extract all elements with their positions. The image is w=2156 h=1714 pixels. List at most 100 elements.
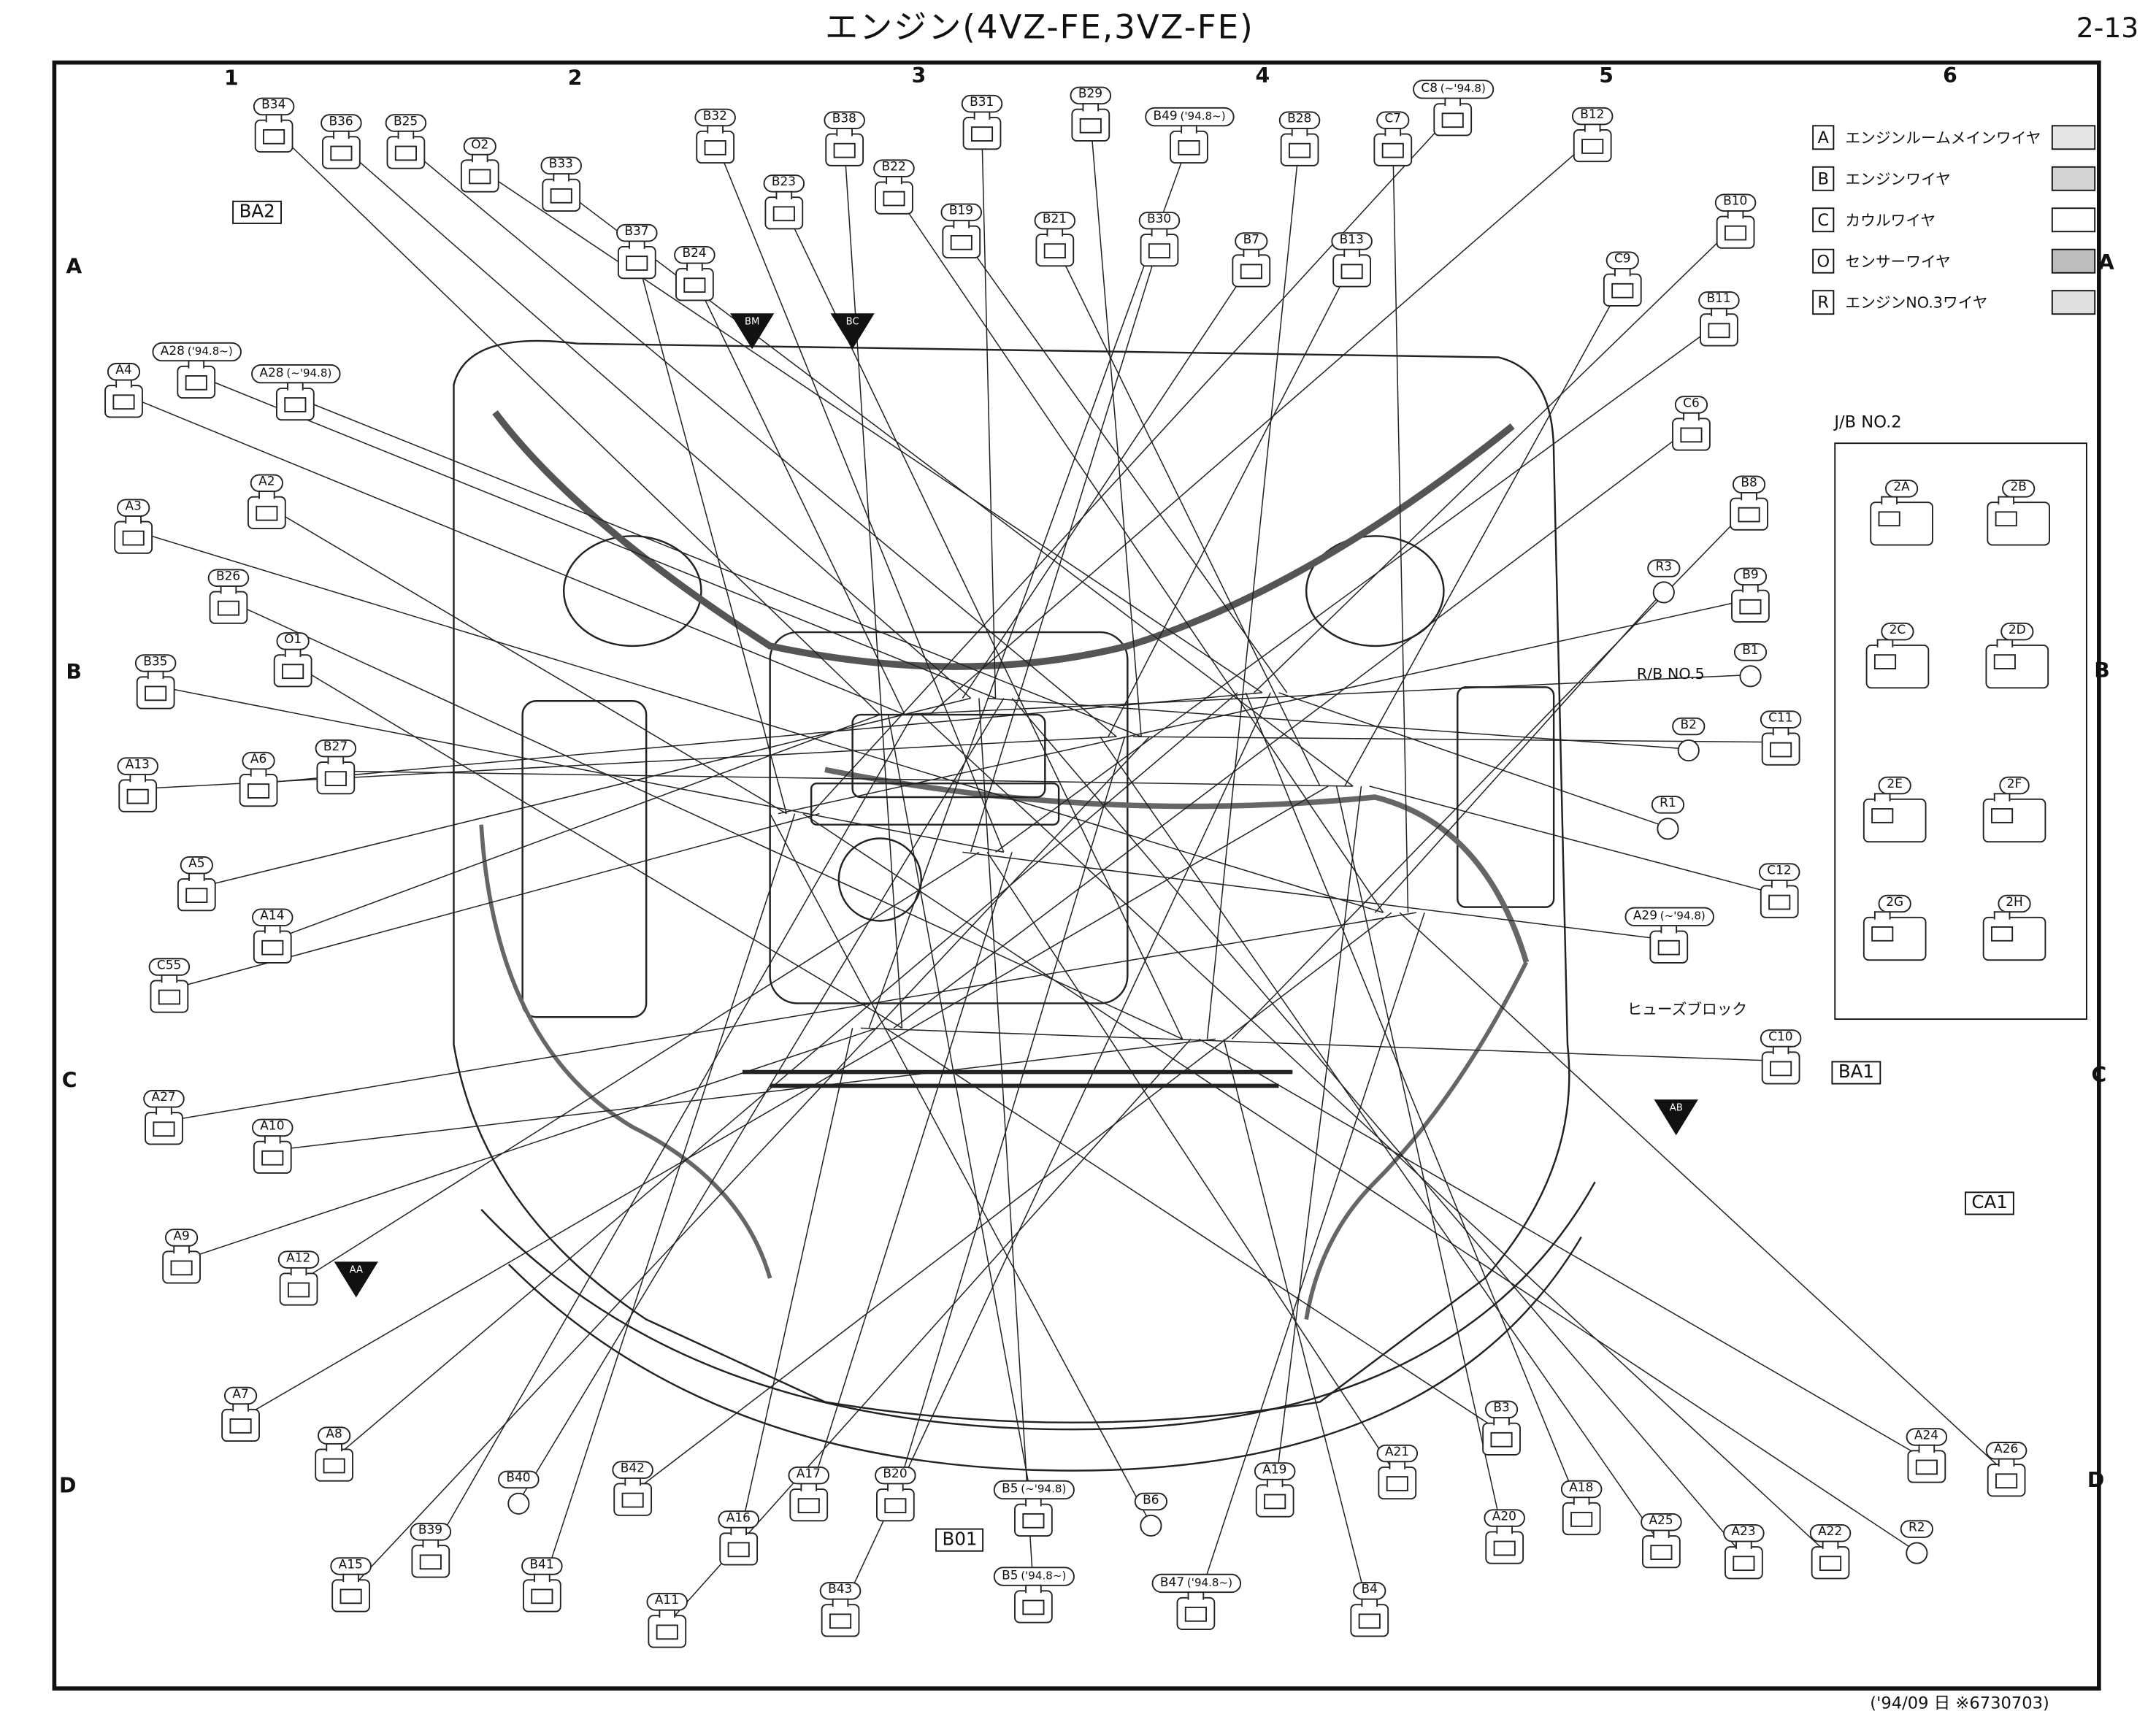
leader-line	[810, 112, 1454, 815]
connector-label: R2	[1900, 1520, 1933, 1538]
connector-b26: B26	[207, 559, 249, 624]
connector-shape	[209, 585, 248, 624]
leader-line	[405, 145, 1117, 737]
leader-line	[298, 851, 980, 1283]
connector-label: R3	[1647, 559, 1681, 577]
connector-shape	[1907, 1444, 1946, 1483]
connector-b38: B38	[824, 101, 865, 166]
connector-label: O2	[462, 137, 497, 155]
connector-label: C11	[1760, 710, 1801, 729]
leader-line	[1335, 785, 1505, 1541]
connector-label: B25	[385, 114, 426, 132]
leader-line	[893, 426, 1692, 1029]
connector-shape	[386, 130, 425, 169]
connector-note: (~'94.8)	[1021, 1483, 1067, 1496]
connector-label: 2E	[1879, 776, 1911, 795]
connector-b6: B6	[1134, 1483, 1167, 1537]
connector-a3: A3	[114, 489, 153, 554]
connector-c8: C8(~'94.8)	[1413, 72, 1495, 137]
leader-line	[737, 1028, 853, 1542]
connector-c6: C6	[1672, 386, 1711, 451]
connector-label: 2B	[2002, 480, 2036, 498]
connector-label: B43	[819, 1582, 861, 1600]
legend-label: カウルワイヤ	[1845, 211, 1936, 230]
leader-line	[335, 770, 1354, 787]
connector-shape	[150, 974, 189, 1013]
connector-shape	[276, 382, 315, 421]
grid-column-2: 2	[567, 66, 583, 91]
vehicle-outline	[453, 339, 1570, 1423]
leader-line	[995, 322, 1719, 853]
connector-a16: A16	[718, 1501, 759, 1566]
connector-label: B5(~'94.8)	[993, 1480, 1075, 1500]
connector-b8: B8	[1730, 466, 1768, 531]
bumper-outline	[480, 1181, 1596, 1431]
connector-shape	[331, 1573, 370, 1613]
leader-line	[860, 1027, 1781, 1062]
leader-line	[1054, 242, 1321, 787]
connector-b23: B23	[763, 165, 805, 230]
leader-line	[986, 851, 1398, 1477]
connector-shape	[1982, 911, 2046, 961]
connector-label: B34	[253, 97, 294, 116]
connector-shape	[1641, 1529, 1681, 1569]
connector-label: A2	[250, 474, 283, 493]
connector-shape	[411, 1539, 450, 1578]
connector-b1: B1	[1733, 634, 1767, 688]
connector-b13: B13	[1331, 223, 1373, 288]
jb-connector-2a: 2A	[1870, 470, 1933, 546]
connector-label: B6	[1134, 1492, 1167, 1511]
connector-label: C10	[1760, 1029, 1801, 1048]
engine-block	[769, 631, 1129, 1004]
connector-label: B35	[134, 654, 176, 672]
leader-line	[541, 813, 796, 1589]
connector-label: B8	[1733, 475, 1766, 493]
connector-label: A15	[330, 1557, 372, 1575]
connector-label: A21	[1376, 1444, 1418, 1463]
leader-line	[1369, 785, 1780, 896]
connector-shape	[1140, 228, 1178, 267]
leader-line	[921, 714, 1831, 1556]
connector-b3: B3	[1482, 1391, 1521, 1456]
leader-line	[518, 698, 1005, 1503]
leader-line	[295, 396, 1142, 737]
connector-b47: B47('94.8~)	[1151, 1566, 1241, 1631]
connector-shape	[1035, 228, 1074, 267]
connector-b21: B21	[1034, 202, 1075, 267]
connector-a20: A20	[1484, 1499, 1525, 1564]
connector-label: A12	[277, 1250, 319, 1269]
marker-text: BC	[845, 316, 859, 328]
connector-label: B24	[674, 246, 715, 264]
jb-connector-2f: 2F	[1982, 767, 2046, 843]
leader-line	[1223, 1039, 1370, 1614]
connector-shape	[1482, 1417, 1521, 1456]
connector-label: A25	[1641, 1513, 1681, 1532]
connector-label: C8(~'94.8)	[1413, 80, 1495, 99]
connector-label: A18	[1560, 1480, 1602, 1499]
connector-shape	[718, 1526, 758, 1566]
fuse-block-label: ヒューズブロック	[1627, 1000, 1748, 1019]
marker-text: AA	[349, 1264, 363, 1276]
connector-shape	[144, 1106, 183, 1145]
connector-label: B12	[1571, 107, 1613, 126]
connector-shape	[1987, 1458, 2026, 1497]
leader-line	[887, 714, 1035, 1514]
connector-shape	[1811, 1540, 1850, 1580]
connector-label: A9	[165, 1229, 199, 1247]
connector-shape	[1255, 1478, 1294, 1518]
connector-label: A22	[1809, 1524, 1851, 1542]
connector-label: B27	[315, 739, 356, 758]
leader-line	[987, 697, 1689, 750]
triangle-marker-aa: AA	[334, 1261, 378, 1298]
connector-a28: A28('94.8~)	[152, 334, 242, 399]
connector-label: A28('94.8~)	[152, 342, 242, 362]
leader-line	[1392, 142, 1409, 913]
leader-line	[885, 1027, 1502, 1433]
connector-a25: A25	[1641, 1504, 1681, 1569]
leader-line	[894, 736, 1126, 1499]
connector-label: B39	[410, 1523, 451, 1541]
connector-a11: A11	[646, 1583, 688, 1648]
connector-shape	[874, 175, 913, 215]
